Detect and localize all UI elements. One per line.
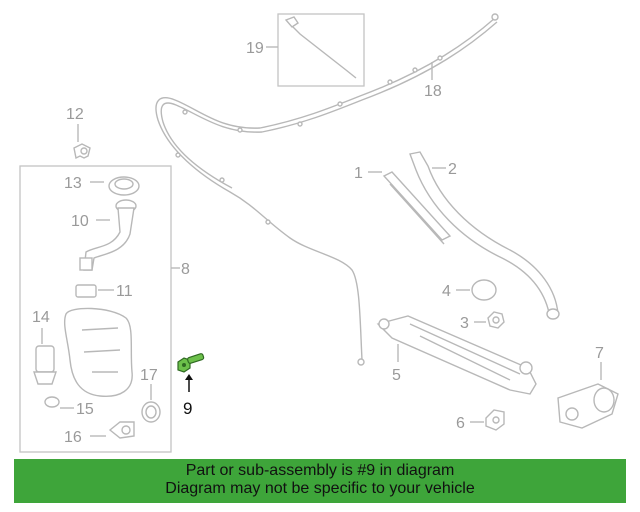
callout-10: 10 — [71, 213, 89, 230]
part-19-hose — [287, 21, 357, 79]
callout-9: 9 — [183, 399, 192, 418]
part-19-inset — [277, 13, 365, 87]
part-2-arm — [409, 151, 560, 320]
part-4-cap — [471, 279, 497, 301]
part-16-sensor — [108, 421, 135, 439]
callout-14: 14 — [32, 309, 50, 326]
info-banner: Part or sub-assembly is #9 in diagram Di… — [14, 459, 626, 503]
reservoir-group-box — [19, 165, 172, 453]
callout-16: 16 — [64, 429, 82, 446]
banner-line-1: Part or sub-assembly is #9 in diagram — [185, 462, 455, 479]
callout-12: 12 — [66, 106, 84, 123]
part-17-ring — [141, 401, 161, 423]
part-19-connector — [284, 16, 299, 28]
callout-19: 19 — [246, 40, 264, 57]
callout-6: 6 — [456, 415, 465, 432]
parts-diagram: 19 18 12 8 13 10 — [19, 13, 619, 453]
part-7-motor — [557, 383, 619, 429]
part-13-cap — [108, 176, 140, 196]
callout-2: 2 — [448, 161, 457, 178]
part-15-grommet — [44, 396, 60, 408]
part-10-filler-neck — [79, 199, 137, 271]
callout-18: 18 — [424, 83, 442, 100]
callout-8: 8 — [181, 261, 190, 278]
part-19-inset-box — [277, 13, 365, 87]
callout-11: 11 — [116, 283, 133, 300]
callout-3: 3 — [460, 315, 469, 332]
banner-line-2: Diagram may not be specific to your vehi… — [165, 480, 475, 497]
callout-7: 7 — [595, 345, 604, 362]
callout-15: 15 — [76, 401, 94, 418]
part-1-blade — [382, 171, 452, 245]
part-18-hose — [155, 13, 499, 366]
callout-5: 5 — [392, 367, 401, 384]
callout-13: 13 — [64, 175, 82, 192]
part-14-pump — [33, 345, 57, 385]
leader-9-arrowhead — [185, 374, 193, 380]
callout-4: 4 — [442, 283, 451, 300]
reservoir-tank — [63, 307, 133, 397]
part-3-nut — [487, 311, 505, 329]
part-12-clip — [73, 143, 91, 160]
callout-17: 17 — [140, 367, 158, 384]
part-11-seal — [75, 284, 97, 298]
part-9-bolt[interactable] — [177, 353, 205, 373]
part-5-linkage — [376, 315, 537, 395]
part-6-grommet — [485, 409, 505, 431]
callout-1: 1 — [354, 165, 363, 182]
